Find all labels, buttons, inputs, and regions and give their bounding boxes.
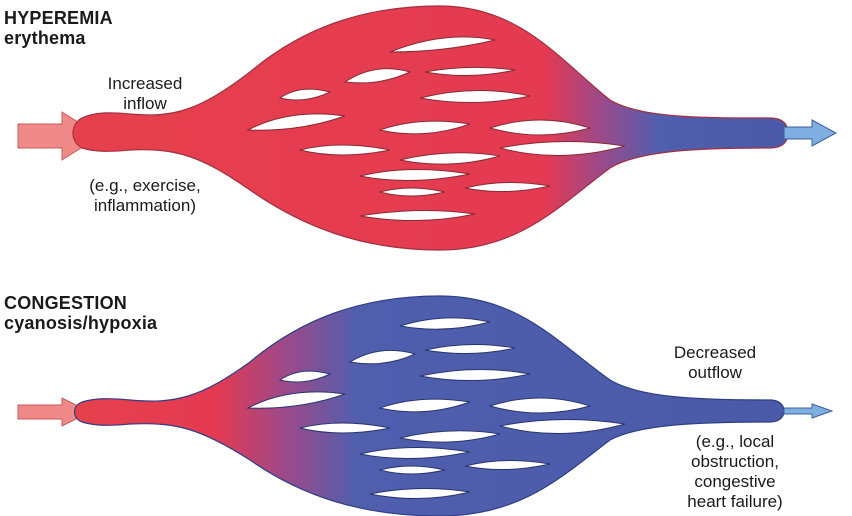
congestion-example-line3: congestive bbox=[655, 472, 815, 492]
hyperemia-title: HYPEREMIA bbox=[4, 8, 113, 28]
decreased-outflow-line2: outflow bbox=[650, 363, 780, 383]
hyperemia-example-line2: inflammation) bbox=[60, 196, 230, 216]
hyperemia-subtitle: erythema bbox=[4, 28, 86, 48]
hyperemia-example-line1: (e.g., exercise, bbox=[60, 176, 230, 196]
increased-inflow-line2: inflow bbox=[90, 94, 200, 114]
congestion-examples: (e.g., local obstruction, congestive hea… bbox=[655, 432, 815, 512]
hyperemia-examples: (e.g., exercise, inflammation) bbox=[60, 176, 230, 216]
increased-inflow-label: Increased inflow bbox=[90, 74, 200, 114]
outflow-arrow bbox=[784, 404, 832, 418]
congestion-example-line1: (e.g., local bbox=[655, 432, 815, 452]
congestion-subtitle: cyanosis/hypoxia bbox=[4, 313, 157, 333]
decreased-outflow-line1: Decreased bbox=[650, 343, 780, 363]
outflow-arrow bbox=[784, 120, 836, 146]
congestion-title: CONGESTION bbox=[4, 293, 127, 313]
increased-inflow-line1: Increased bbox=[90, 74, 200, 94]
decreased-outflow-label: Decreased outflow bbox=[650, 343, 780, 383]
congestion-example-line4: heart failure) bbox=[655, 492, 815, 512]
congestion-example-line2: obstruction, bbox=[655, 452, 815, 472]
